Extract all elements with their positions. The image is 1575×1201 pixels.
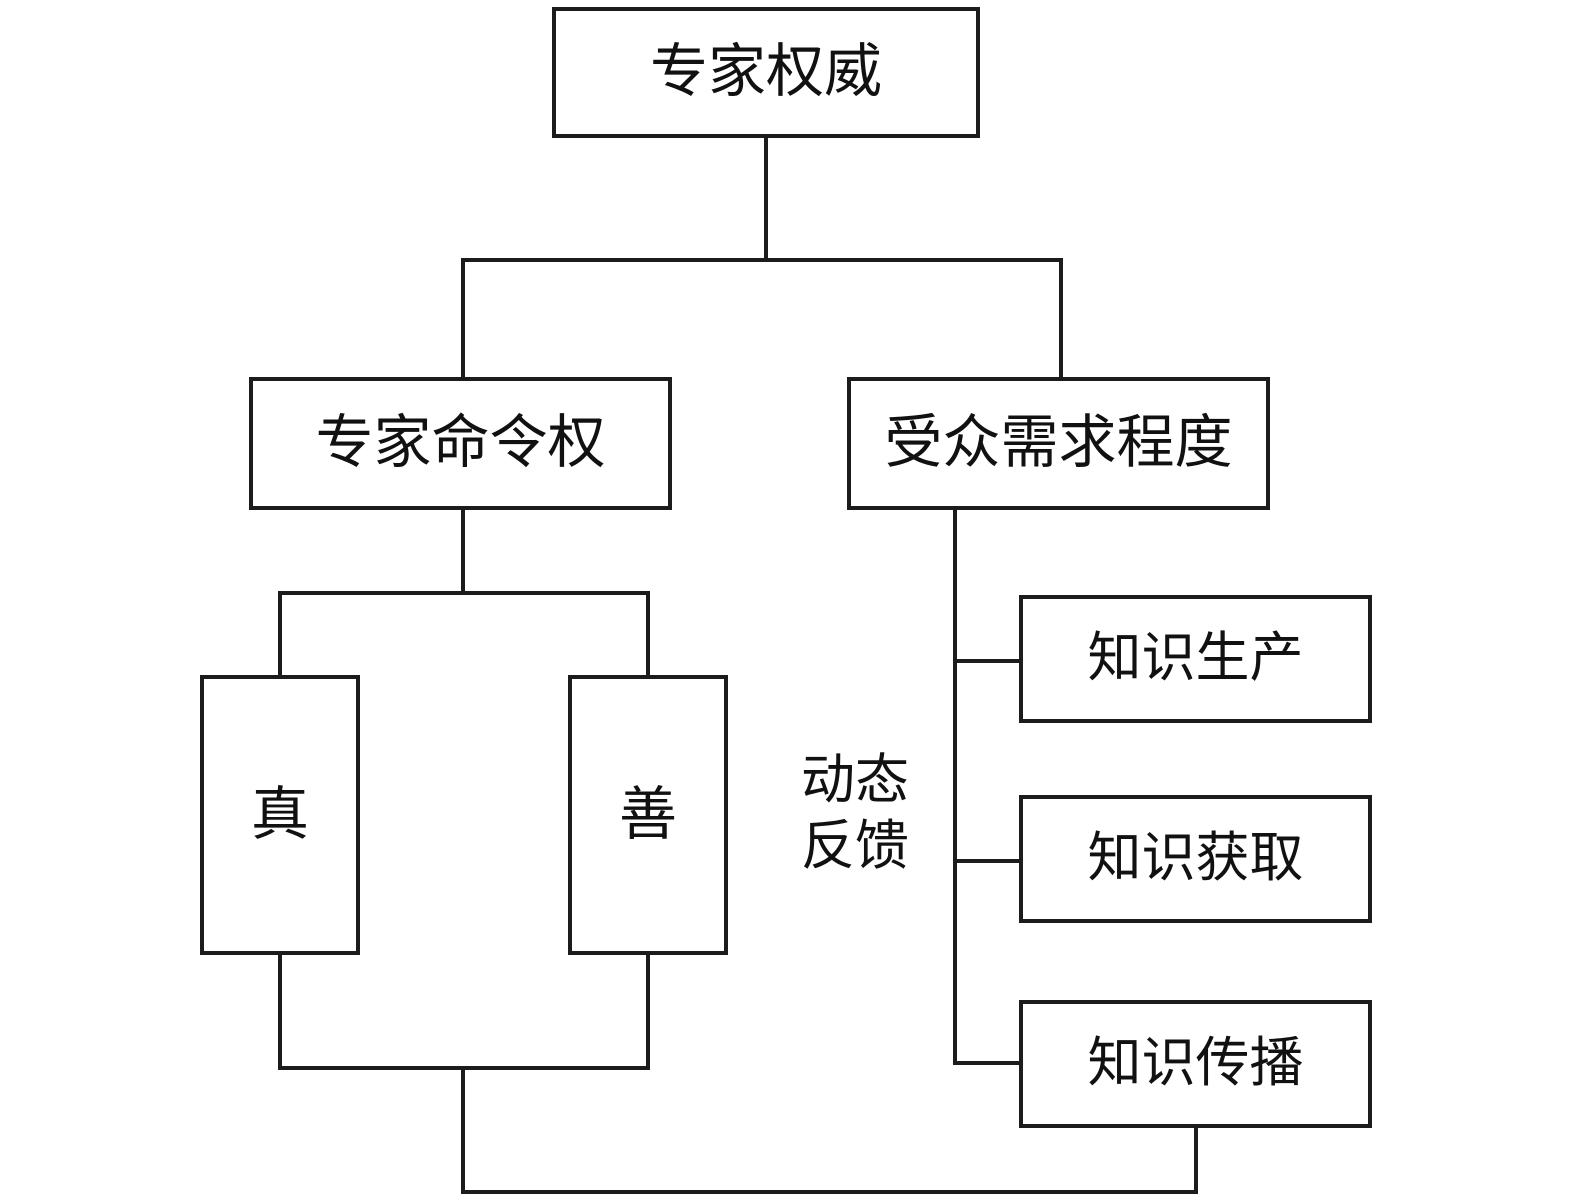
connector-to-demand [1059,258,1063,379]
connector-to-truth [278,591,282,677]
node-goodness[interactable]: 善 [568,675,728,955]
connector-demand-spine [953,510,957,1065]
connector-dissem-down [1194,1126,1198,1194]
annotation-dynamic-feedback: 动态 反馈 [801,750,909,876]
connector-level1-bar [461,258,1063,262]
node-knowledge-dissemination[interactable]: 知识传播 [1019,1000,1372,1128]
node-truth[interactable]: 真 [200,675,360,955]
node-knowledge-production-label: 知识生产 [1087,628,1304,689]
node-knowledge-acquisition-label: 知识获取 [1087,828,1304,889]
node-expert-authority[interactable]: 专家权威 [552,7,980,138]
connector-stub-production [953,659,1023,663]
node-knowledge-production[interactable]: 知识生产 [1019,595,1372,723]
connector-root-stem [764,138,768,262]
node-audience-demand-level[interactable]: 受众需求程度 [847,377,1270,510]
connector-to-goodness [646,591,650,677]
connector-goodness-down [646,953,650,1070]
node-truth-label: 真 [250,781,309,847]
connector-level2-bar [278,591,650,595]
node-knowledge-dissemination-label: 知识传播 [1087,1033,1304,1094]
node-expert-command-power[interactable]: 专家命令权 [249,377,672,510]
connector-to-command [461,258,465,379]
node-goodness-label: 善 [618,781,677,847]
connector-truth-down [278,953,282,1070]
connector-feedback-rail [461,1190,1198,1194]
connector-stub-acquisition [953,859,1023,863]
node-expert-authority-label: 专家权威 [649,39,882,105]
node-knowledge-acquisition[interactable]: 知识获取 [1019,795,1372,923]
node-expert-command-power-label: 专家命令权 [315,410,606,476]
connector-command-stem [461,510,465,595]
node-audience-demand-level-label: 受众需求程度 [884,410,1233,476]
connector-stub-dissemination [953,1061,1023,1065]
connector-merge-stem [461,1066,465,1194]
